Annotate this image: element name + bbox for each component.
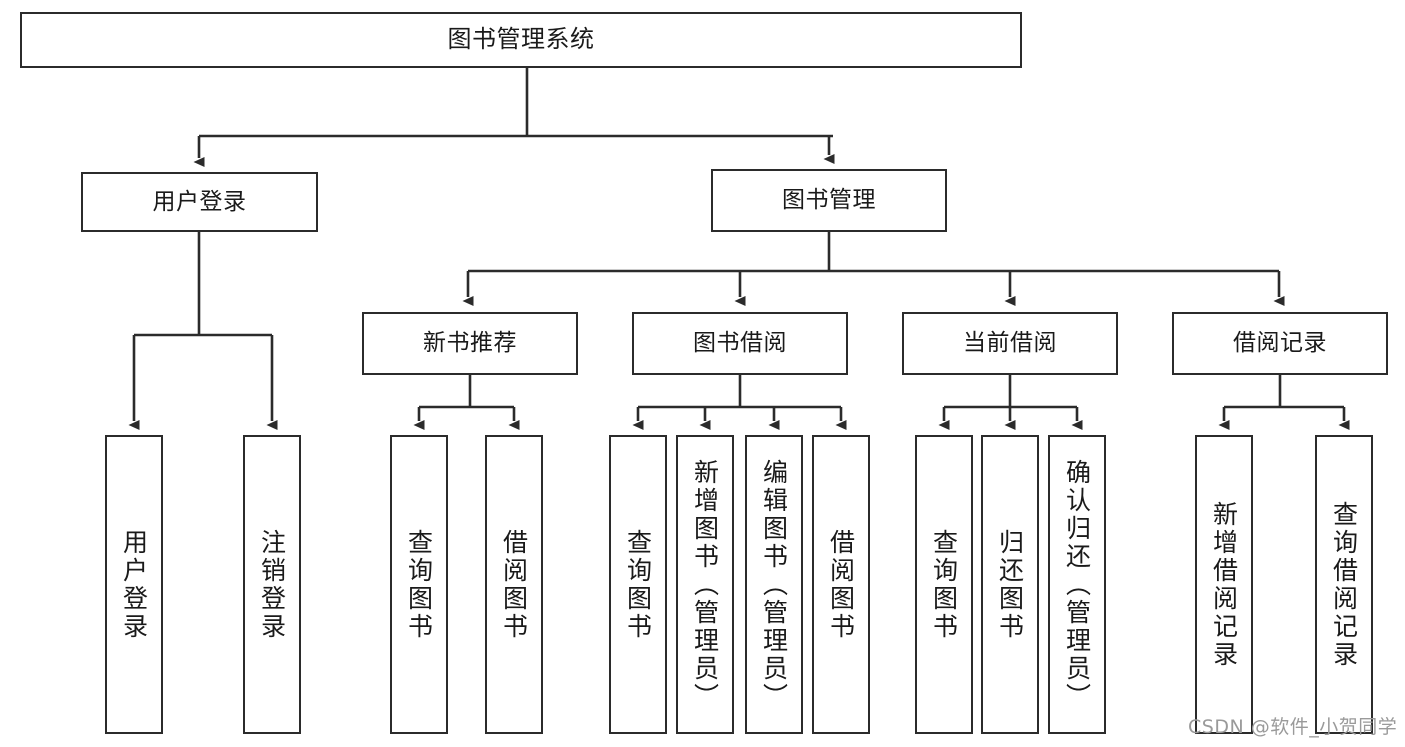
- node-label: 图书管理系统: [447, 25, 595, 54]
- node-borrow-record[interactable]: 借阅记录: [1172, 312, 1388, 375]
- node-label: 编辑图书（管理员）: [759, 458, 789, 711]
- leaf-borrow-record-query[interactable]: 查询借阅记录: [1315, 435, 1373, 734]
- leaf-user-login-signout[interactable]: 注销登录: [243, 435, 301, 734]
- leaf-current-borrow-confirm-return[interactable]: 确认归还（管理员）: [1048, 435, 1106, 734]
- node-label: 新增图书（管理员）: [690, 458, 720, 711]
- node-book-borrow[interactable]: 图书借阅: [632, 312, 848, 375]
- node-label: 注销登录: [257, 528, 287, 641]
- leaf-current-borrow-return[interactable]: 归还图书: [981, 435, 1039, 734]
- node-label: 用户登录: [119, 528, 149, 641]
- node-label: 图书借阅: [693, 330, 787, 357]
- node-book-management[interactable]: 图书管理: [711, 169, 947, 232]
- leaf-user-login-signin[interactable]: 用户登录: [105, 435, 163, 734]
- node-label: 借阅记录: [1233, 330, 1327, 357]
- leaf-book-borrow-query[interactable]: 查询图书: [609, 435, 667, 734]
- node-label: 当前借阅: [963, 330, 1057, 357]
- node-label: 查询图书: [404, 528, 434, 641]
- node-new-book-recommend[interactable]: 新书推荐: [362, 312, 578, 375]
- node-label: 图书管理: [782, 187, 876, 214]
- node-label: 用户登录: [152, 188, 247, 215]
- node-label: 确认归还（管理员）: [1062, 458, 1092, 711]
- node-label: 新书推荐: [423, 330, 517, 357]
- node-root-system[interactable]: 图书管理系统: [20, 12, 1022, 68]
- node-label: 新增借阅记录: [1209, 500, 1239, 669]
- node-label: 查询图书: [623, 528, 653, 641]
- node-label: 查询借阅记录: [1329, 500, 1359, 669]
- leaf-book-borrow-borrow[interactable]: 借阅图书: [812, 435, 870, 734]
- node-label: 借阅图书: [826, 528, 856, 641]
- watermark-text: CSDN @软件_小贺同学: [1188, 716, 1398, 738]
- leaf-book-borrow-edit[interactable]: 编辑图书（管理员）: [745, 435, 803, 734]
- leaf-new-book-borrow[interactable]: 借阅图书: [485, 435, 543, 734]
- leaf-new-book-query[interactable]: 查询图书: [390, 435, 448, 734]
- leaf-borrow-record-add[interactable]: 新增借阅记录: [1195, 435, 1253, 734]
- node-user-login[interactable]: 用户登录: [81, 172, 318, 232]
- leaf-current-borrow-query[interactable]: 查询图书: [915, 435, 973, 734]
- leaf-book-borrow-add[interactable]: 新增图书（管理员）: [676, 435, 734, 734]
- node-label: 借阅图书: [499, 528, 529, 641]
- node-label: 归还图书: [995, 528, 1025, 641]
- node-current-borrow[interactable]: 当前借阅: [902, 312, 1118, 375]
- node-label: 查询图书: [929, 528, 959, 641]
